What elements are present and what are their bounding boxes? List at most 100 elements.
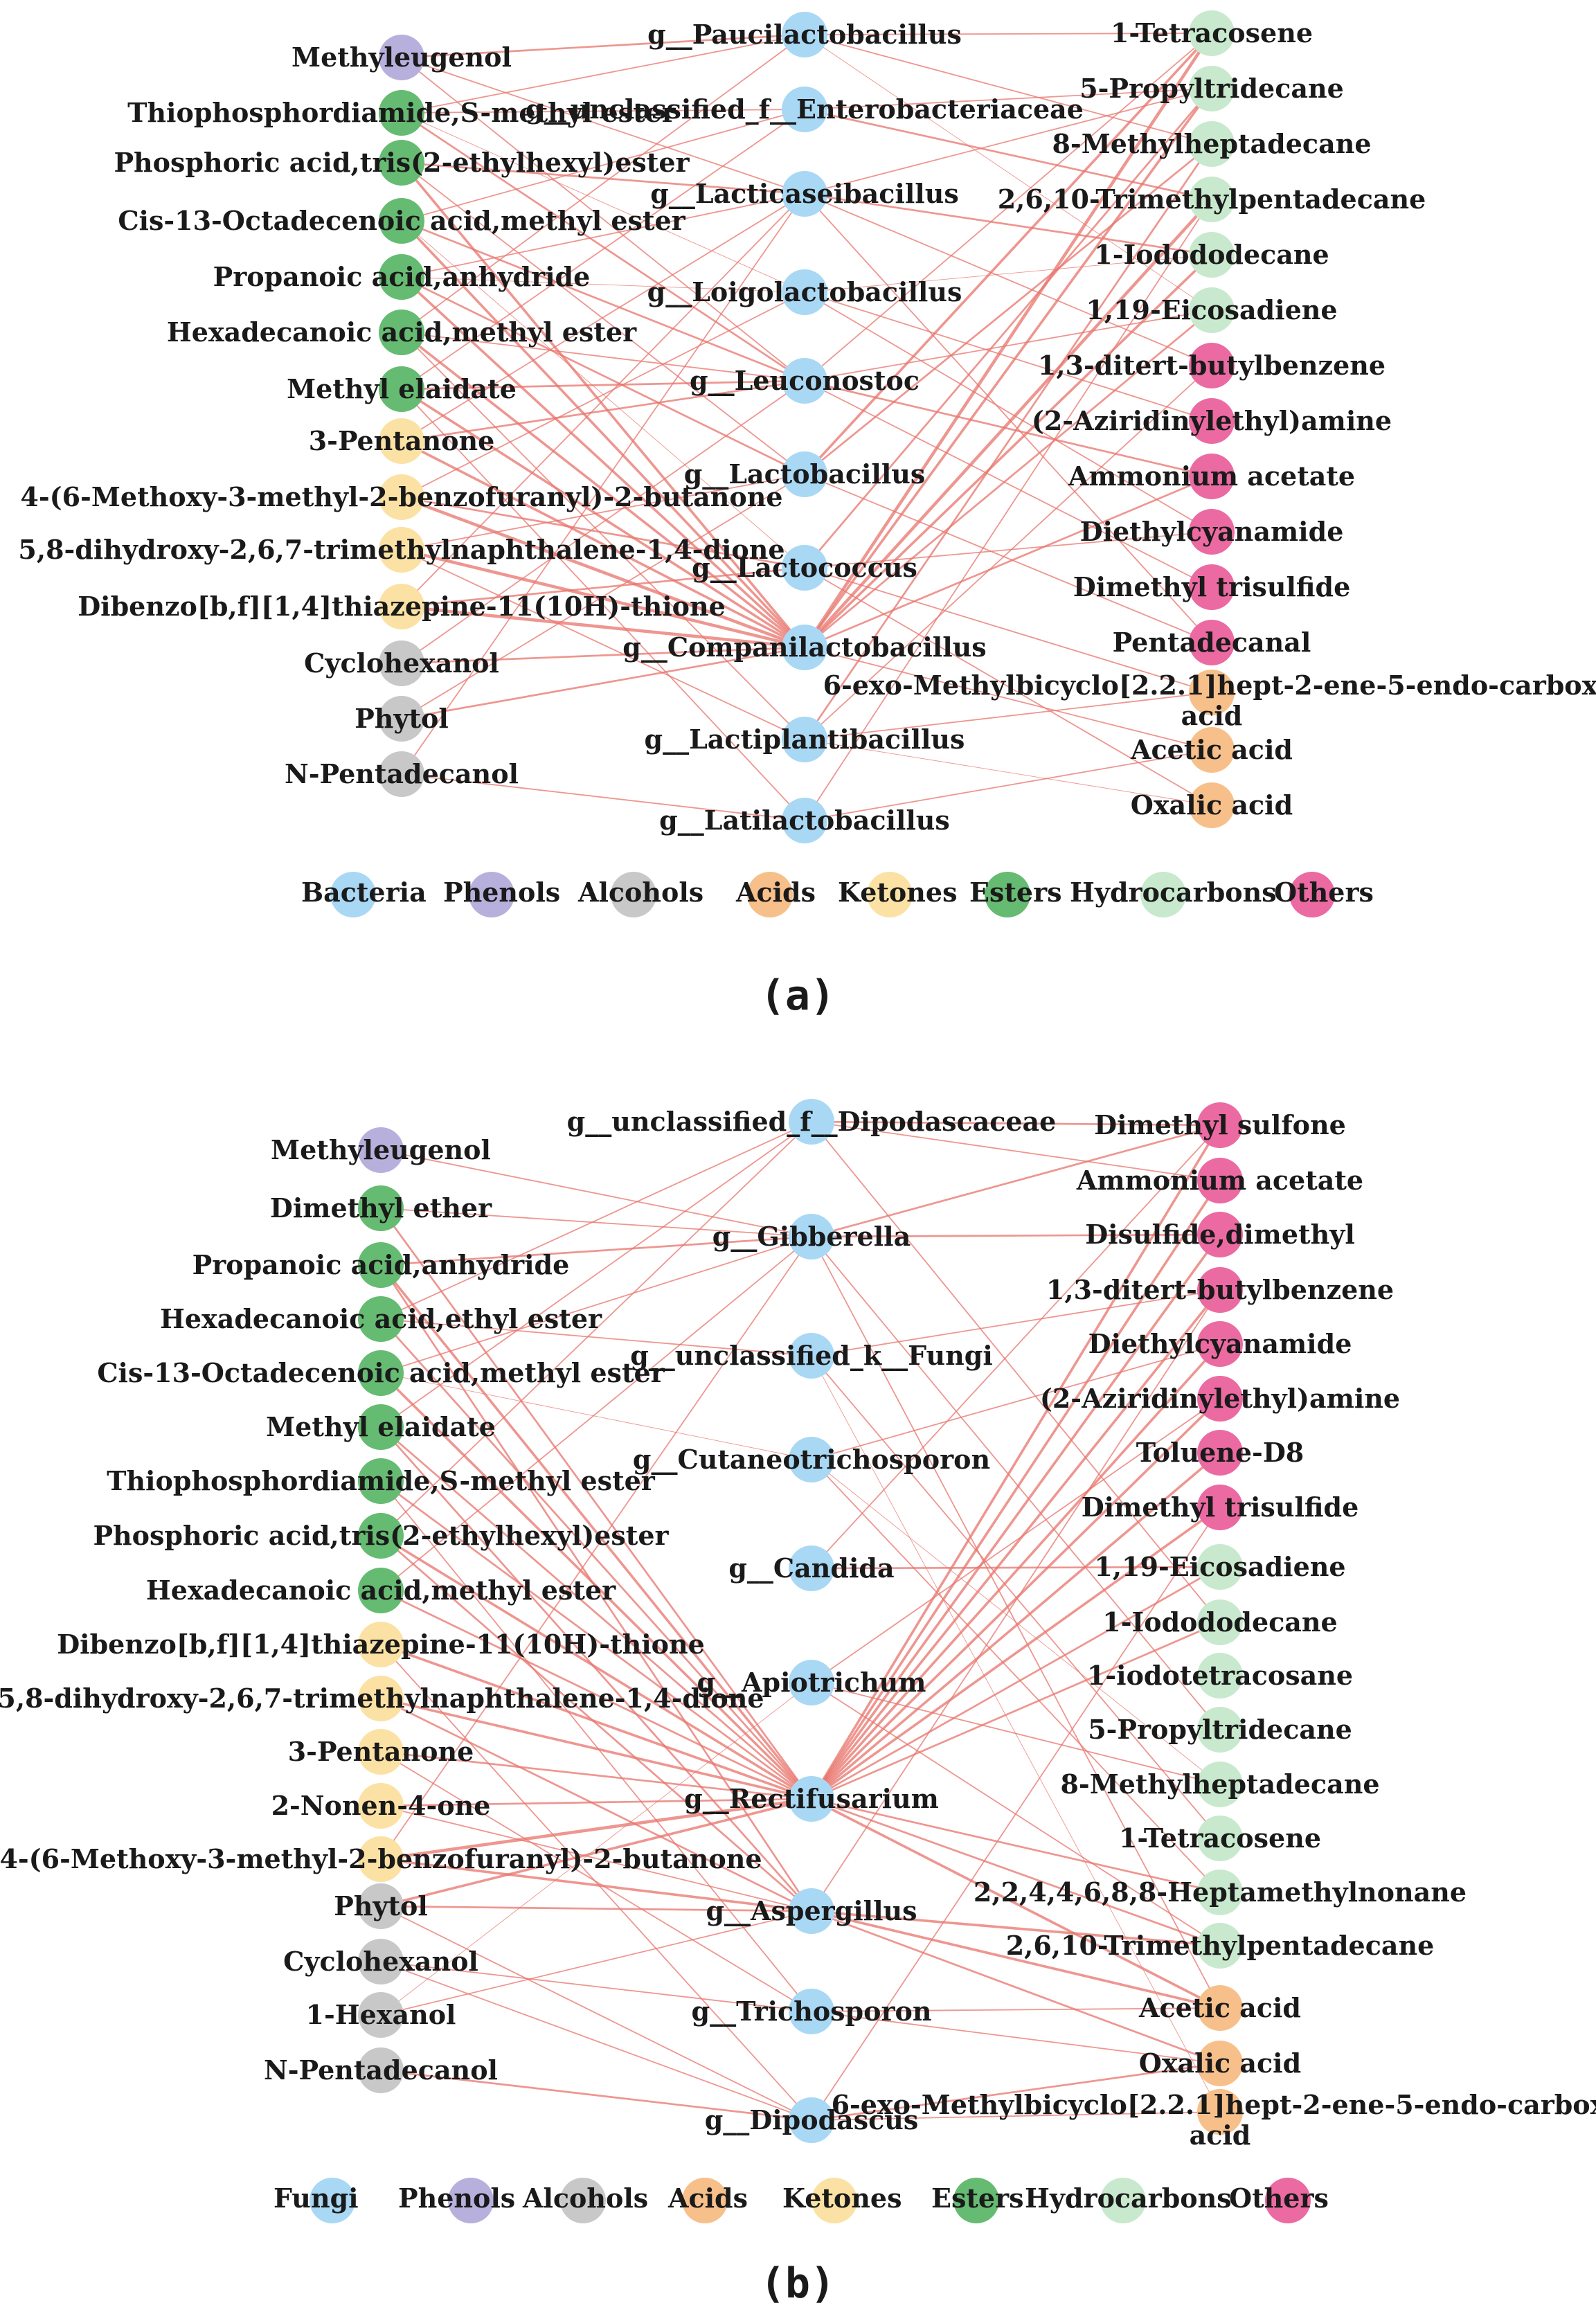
legend-swatch <box>310 2178 355 2223</box>
node-left[interactable]: Methyleugenol <box>292 35 512 80</box>
node-left[interactable]: Phytol <box>355 696 449 742</box>
node-circle <box>358 2047 404 2093</box>
node-left[interactable]: Methyl elaidate <box>266 1404 496 1450</box>
node-right[interactable]: 8-Methylheptadecane <box>1052 121 1372 167</box>
node-right[interactable]: 2,2,4,4,6,8,8-Heptamethylnonane <box>974 1870 1467 1915</box>
node-middle[interactable]: g__Trichosporon <box>692 1989 932 2034</box>
node-middle[interactable]: g__Latilactobacillus <box>659 798 950 843</box>
node-right[interactable]: 5-Propyltridecane <box>1079 66 1344 111</box>
node-left[interactable]: 1-Hexanol <box>306 1992 456 2038</box>
node-middle[interactable]: g__Lactobacillus <box>684 451 926 497</box>
edge-middle-right <box>804 199 1212 821</box>
node-left[interactable]: 4-(6-Methoxy-3-methyl-2-benzofuranyl)-2-… <box>20 474 783 520</box>
node-left[interactable]: Cis-13-Octadecenoic acid,methyl ester <box>97 1350 665 1396</box>
node-right[interactable]: Acetic acid <box>1138 1985 1301 2031</box>
node-left[interactable]: Propanoic acid,anhydride <box>192 1242 570 1288</box>
node-left[interactable]: Thiophosphordiamide,S-methyl ester <box>107 1458 656 1504</box>
node-right[interactable]: 8-Methylheptadecane <box>1060 1762 1380 1807</box>
node-right[interactable]: 2,6,10-Trimethylpentadecane <box>1006 1923 1435 1969</box>
node-left[interactable]: Methyl elaidate <box>287 366 517 412</box>
legend-label: Esters <box>931 2183 1024 2214</box>
node-middle[interactable]: g__Cutaneotrichosporon <box>633 1437 990 1482</box>
node-right[interactable]: Disulfide,dimethyl <box>1085 1212 1355 1257</box>
node-middle[interactable]: g__Gibberella <box>712 1214 911 1260</box>
node-right[interactable]: 1,19-Eicosadiene <box>1094 1544 1346 1590</box>
node-middle[interactable]: g__Candida <box>728 1545 895 1591</box>
edge-middle-right <box>811 1459 1221 1893</box>
node-left[interactable]: Cis-13-Octadecenoic acid,methyl ester <box>118 198 686 244</box>
node-left[interactable]: Hexadecanoic acid,ethyl ester <box>160 1296 602 1342</box>
node-right[interactable]: Diethylcyanamide <box>1088 1321 1352 1367</box>
node-middle[interactable]: g__unclassified_f__Enterobacteriaceae <box>526 87 1084 132</box>
node-left[interactable]: Phosphoric acid,tris(2-ethylhexyl)ester <box>93 1513 670 1559</box>
legend-label: Others <box>1229 2183 1329 2214</box>
node-right[interactable]: 2,6,10-Trimethylpentadecane <box>998 177 1426 222</box>
node-left[interactable]: Dibenzo[b,f][1,4]thiazepine-11(10H)-thio… <box>57 1622 705 1667</box>
node-right[interactable]: 1,3-ditert-butylbenzene <box>1038 343 1386 388</box>
node-left[interactable]: 2-Nonen-4-one <box>271 1783 491 1829</box>
node-middle[interactable]: g__unclassified_k__Fungi <box>630 1333 993 1379</box>
node-middle[interactable]: g__Lactiplantibacillus <box>645 717 965 762</box>
node-right[interactable]: Oxalic acid <box>1139 2041 1301 2086</box>
node-left[interactable]: 5,8-dihydroxy-2,6,7-trimethylnaphthalene… <box>18 527 785 573</box>
node-circle <box>782 625 827 670</box>
node-right[interactable]: Acetic acid <box>1130 727 1293 773</box>
node-middle[interactable]: g__Aspergillus <box>706 1888 917 1934</box>
node-middle[interactable]: g__Rectifusarium <box>684 1776 939 1822</box>
node-right[interactable]: Dimethyl sulfone <box>1094 1102 1346 1148</box>
node-left[interactable]: Cyclohexanol <box>283 1939 478 1984</box>
node-right[interactable]: Pentadecanal <box>1113 620 1311 665</box>
node-left[interactable]: N-Pentadecanol <box>264 2047 498 2093</box>
node-left[interactable]: Propanoic acid,anhydride <box>213 254 591 300</box>
legend-label: Fungi <box>274 2183 359 2214</box>
node-middle[interactable]: g__Apiotrichum <box>697 1660 926 1705</box>
node-left[interactable]: 3-Pentanone <box>288 1729 474 1775</box>
node-left[interactable]: Phytol <box>334 1883 428 1929</box>
node-right[interactable]: 5-Propyltridecane <box>1088 1707 1352 1753</box>
node-right[interactable]: (2-Aziridinylethyl)amine <box>1040 1376 1400 1422</box>
node-right[interactable]: Oxalic acid <box>1131 782 1293 828</box>
node-right[interactable]: Ammonium acetate <box>1076 1158 1363 1203</box>
node-left[interactable]: Phosphoric acid,tris(2-ethylhexyl)ester <box>114 140 690 186</box>
node-left[interactable]: Methyleugenol <box>271 1127 491 1173</box>
legend-item: Others <box>1274 872 1374 917</box>
node-label: g__Lactobacillus <box>684 458 926 490</box>
node-right[interactable]: Diethylcyanamide <box>1080 509 1344 555</box>
node-right[interactable]: (2-Aziridinylethyl)amine <box>1032 398 1392 444</box>
node-right[interactable]: Dimethyl trisulfide <box>1073 564 1351 610</box>
node-middle[interactable]: g__Paucilactobacillus <box>647 12 962 57</box>
node-left[interactable]: Dibenzo[b,f][1,4]thiazepine-11(10H)-thio… <box>78 584 726 629</box>
node-right[interactable]: Dimethyl trisulfide <box>1082 1485 1359 1530</box>
node-middle[interactable]: g__Lacticaseibacillus <box>650 171 959 217</box>
node-left[interactable]: N-Pentadecanol <box>285 751 519 797</box>
edge-middle-right <box>804 567 1212 806</box>
node-left[interactable]: Cyclohexanol <box>304 640 499 686</box>
node-left[interactable]: Dimethyl ether <box>270 1185 492 1231</box>
node-middle[interactable]: g__unclassified_f__Dipodascaceae <box>567 1099 1057 1145</box>
node-left[interactable]: 3-Pentanone <box>309 418 495 464</box>
node-right[interactable]: 6-exo-Methylbicyclo[2.2.1]hept-2-ene-5-e… <box>832 2089 1596 2151</box>
node-right[interactable]: 1-Iodododecane <box>1102 1599 1338 1645</box>
node-right[interactable]: 1-Iodododecane <box>1094 232 1329 278</box>
node-middle[interactable]: g__Companilactobacillus <box>622 625 987 670</box>
edge-middle-right <box>811 1398 1221 1683</box>
node-left[interactable]: Hexadecanoic acid,methyl ester <box>167 310 637 355</box>
node-circle <box>782 269 827 315</box>
node-right[interactable]: 1-Tetracosene <box>1111 10 1313 56</box>
node-middle[interactable]: g__Leuconostoc <box>690 358 920 404</box>
edge-left-middle <box>379 1318 813 1800</box>
node-right[interactable]: 1,19-Eicosadiene <box>1086 287 1338 333</box>
node-right[interactable]: 1-iodotetracosane <box>1087 1653 1353 1699</box>
node-right[interactable]: 1-Tetracosene <box>1119 1816 1321 1861</box>
node-right[interactable]: 6-exo-Methylbicyclo[2.2.1]hept-2-ene-5-e… <box>823 670 1596 731</box>
node-left[interactable]: Thiophosphordiamide,S-methyl ester <box>127 90 676 136</box>
node-left[interactable]: 5,8-dihydroxy-2,6,7-trimethylnaphthalene… <box>0 1676 764 1721</box>
node-right[interactable]: Toluene-D8 <box>1136 1430 1304 1476</box>
node-middle[interactable]: g__Lactococcus <box>692 545 917 591</box>
node-right[interactable]: Ammonium acetate <box>1068 454 1355 499</box>
node-middle[interactable]: g__Dipodascus <box>705 2097 919 2143</box>
node-middle[interactable]: g__Loigolactobacillus <box>647 269 962 315</box>
node-left[interactable]: Hexadecanoic acid,methyl ester <box>146 1568 616 1613</box>
node-left[interactable]: 4-(6-Methoxy-3-methyl-2-benzofuranyl)-2-… <box>0 1836 762 1882</box>
node-right[interactable]: 1,3-ditert-butylbenzene <box>1046 1267 1394 1313</box>
